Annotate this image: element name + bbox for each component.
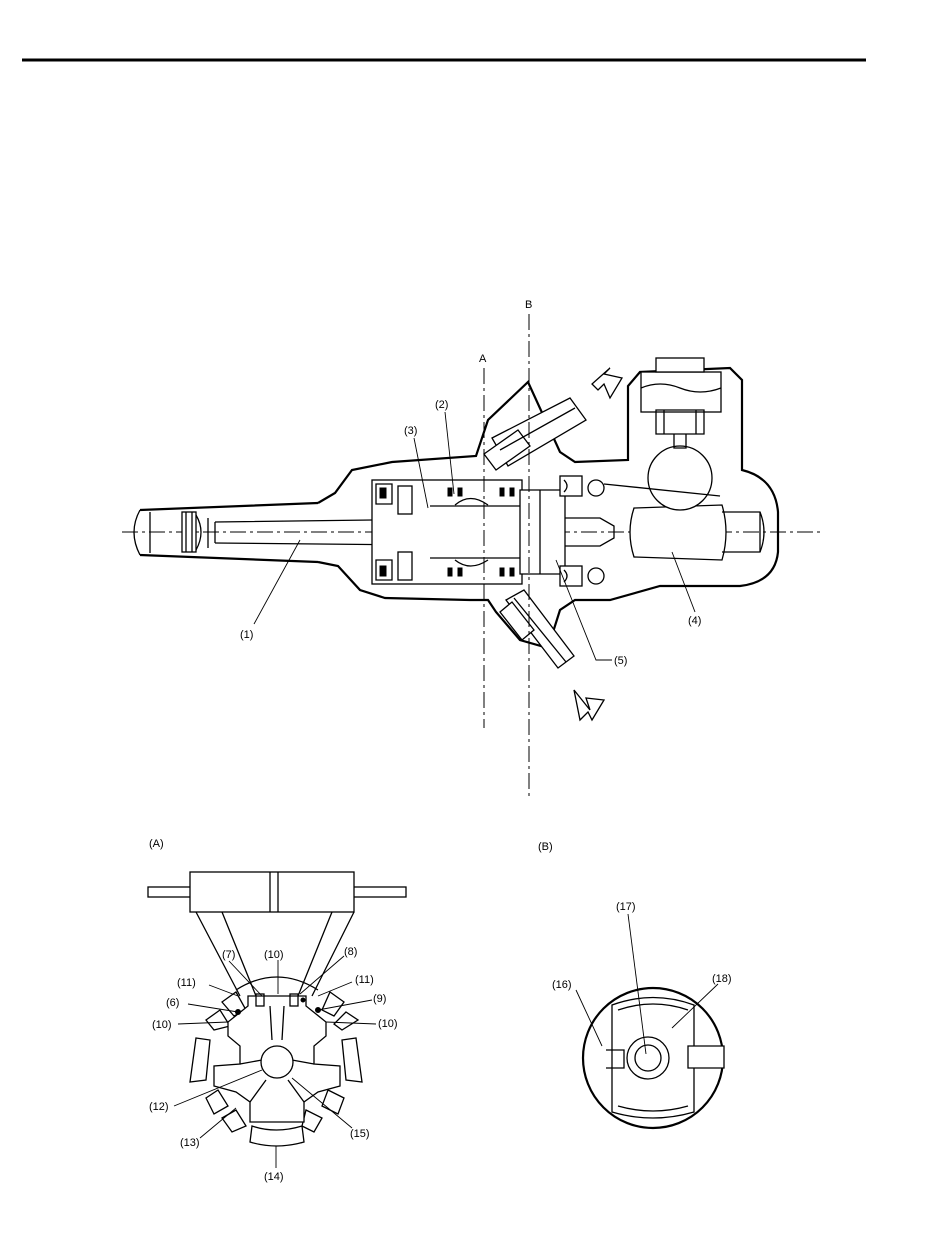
callout-9: (9) [373,993,386,1005]
bearings [560,476,604,586]
shaft-joint [182,512,196,552]
callout-11-right: (11) [355,974,374,986]
callout-12: (12) [149,1101,169,1113]
section-view-b: (B) (17) (16) (18) [538,841,732,1128]
section-label-a: A [479,353,487,365]
section-view-a: (A) [148,838,406,1183]
flow-in-arrow-icon [592,368,622,398]
callout-10-left: (10) [152,1019,172,1031]
callout-7: (7) [222,949,235,961]
adjuster-cap [641,372,721,412]
callout-13: (13) [180,1137,200,1149]
rack-guide-ball [648,446,712,510]
rack [630,505,726,560]
rotor-bore [261,1046,293,1078]
callout-10-top: (10) [264,949,284,961]
callout-4: (4) [688,615,701,627]
view-a-label: (A) [149,838,164,850]
view-b-label: (B) [538,841,553,853]
callout-11-left: (11) [177,977,196,989]
callout-5: (5) [614,655,627,667]
pinion-sleeve [520,490,565,574]
callout-1: (1) [240,629,253,641]
callout-3: (3) [404,425,417,437]
section-label-b: B [525,299,532,311]
callout-6: (6) [166,997,179,1009]
valve-top-arc [236,977,318,990]
callout-8: (8) [344,946,357,958]
callout-18: (18) [712,973,732,985]
callout-17: (17) [616,901,636,913]
callout-15: (15) [350,1128,370,1140]
main-cross-section: A B (1) (2) (3) (4) (5) [122,299,822,796]
flow-out-arrow-icon [574,690,604,720]
callout-10-right: (10) [378,1018,398,1030]
callout-16: (16) [552,979,572,991]
callout-14: (14) [264,1171,284,1183]
callout-2: (2) [435,399,448,411]
